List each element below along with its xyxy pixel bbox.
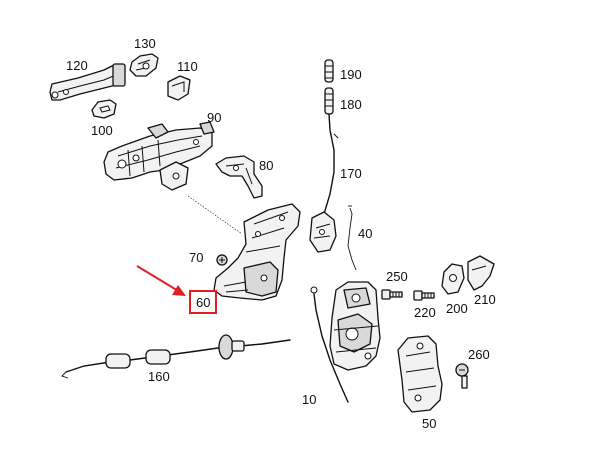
part-50-lock-cover[interactable] (397, 335, 443, 413)
callout-130: 130 (134, 36, 156, 51)
callout-160: 160 (148, 369, 170, 384)
callout-200: 200 (446, 301, 468, 316)
callout-70: 70 (189, 250, 203, 265)
part-120-door-handle[interactable] (49, 63, 126, 101)
part-190-rod-end[interactable] (324, 59, 334, 83)
callout-100: 100 (91, 123, 113, 138)
callout-90: 90 (207, 110, 221, 125)
part-180-rod-end[interactable] (324, 87, 334, 115)
part-200-clip[interactable] (441, 263, 465, 295)
highlight-arrowhead (172, 285, 186, 296)
part-90-handle-carrier[interactable] (103, 121, 215, 191)
callout-260: 260 (468, 347, 490, 362)
part-80-bracket[interactable] (215, 155, 263, 199)
callout-60: 60 (196, 295, 210, 310)
part-60-interior-bracket[interactable] (213, 203, 301, 301)
callout-80: 80 (259, 158, 273, 173)
part-260-screw[interactable] (455, 363, 469, 389)
highlight-box (189, 290, 217, 314)
callout-110: 110 (177, 59, 198, 74)
part-100-seal[interactable] (91, 99, 117, 119)
part-40-rod[interactable] (347, 205, 357, 271)
callout-10: 10 (302, 392, 316, 407)
part-170-bowden-cable[interactable] (309, 113, 339, 253)
highlight-arrow (136, 265, 181, 293)
part-210-plate[interactable] (467, 255, 495, 291)
callout-250: 250 (386, 269, 408, 284)
part-130-handle-cap[interactable] (129, 53, 159, 77)
part-70-screw[interactable] (216, 254, 228, 266)
part-160-cable[interactable] (61, 334, 291, 379)
part-220-screw[interactable] (413, 290, 435, 301)
callout-170: 170 (340, 166, 362, 181)
callout-190: 190 (340, 67, 362, 82)
highlight-marker (136, 265, 217, 314)
callout-180: 180 (340, 97, 362, 112)
callout-210: 210 (474, 292, 496, 307)
part-250-screw[interactable] (381, 289, 403, 300)
part-10-door-lock[interactable] (310, 281, 381, 403)
callout-50: 50 (422, 416, 436, 431)
callout-120: 120 (66, 58, 88, 73)
part-110-cover[interactable] (167, 75, 191, 101)
callout-40: 40 (358, 226, 372, 241)
callout-220: 220 (414, 305, 436, 320)
